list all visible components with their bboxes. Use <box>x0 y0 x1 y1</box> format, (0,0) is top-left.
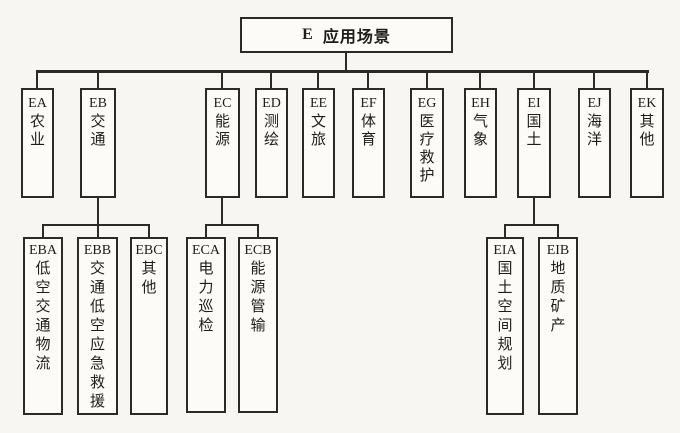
node-code: E <box>302 26 313 43</box>
connector-stub-eba <box>42 224 44 237</box>
node-e-root: E 应用场景 <box>240 17 453 53</box>
connector-main-bus <box>36 70 649 73</box>
connector-stub-eb <box>97 70 99 88</box>
node-label: 低空交通物流 <box>35 261 51 372</box>
node-code: EI <box>527 96 541 111</box>
node-label: 体育 <box>360 114 376 148</box>
node-code: EBB <box>83 243 112 258</box>
node-ek: EK 其他 <box>630 88 664 198</box>
node-label: 电力巡检 <box>198 261 214 334</box>
node-ebc: EBC 其他 <box>130 237 168 415</box>
connector-stub-ek <box>646 70 648 88</box>
node-code: EIB <box>546 243 570 258</box>
node-eca: ECA 电力巡检 <box>186 237 226 413</box>
connector-stub-eia <box>504 224 506 237</box>
node-ej: EJ 海洋 <box>578 88 611 198</box>
node-label: 交通低空应急救援 <box>89 261 105 410</box>
node-ei: EI 国土 <box>517 88 551 198</box>
node-code: EBA <box>29 243 57 258</box>
node-code: EBC <box>135 243 163 258</box>
connector-stub-eh <box>479 70 481 88</box>
node-label: 国土空间规划 <box>497 261 513 372</box>
connector-stub-eg <box>426 70 428 88</box>
node-code: EK <box>637 96 657 111</box>
connector-ei-stem <box>533 198 535 226</box>
node-ee: EE 文旅 <box>302 88 335 198</box>
connector-root-stem <box>345 53 347 71</box>
node-label: 其他 <box>639 114 655 148</box>
node-eba: EBA 低空交通物流 <box>23 237 63 415</box>
node-code: EA <box>28 96 47 111</box>
node-label: 测绘 <box>263 114 279 148</box>
node-eia: EIA 国土空间规划 <box>486 237 524 415</box>
node-label: 应用场景 <box>322 29 391 46</box>
connector-stub-ej <box>593 70 595 88</box>
connector-stub-ef <box>367 70 369 88</box>
connector-stub-ebb <box>97 224 99 237</box>
node-code: ECA <box>192 243 220 258</box>
node-eh: EH 气象 <box>464 88 497 198</box>
node-label: 海洋 <box>586 114 602 148</box>
node-code: EE <box>309 96 328 111</box>
node-code: EJ <box>587 96 602 111</box>
node-code: ECB <box>244 243 272 258</box>
connector-stub-ec <box>221 70 223 88</box>
node-eg: EG 医疗救护 <box>410 88 444 198</box>
connector-ei-bus <box>504 224 559 226</box>
connector-stub-ebc <box>148 224 150 237</box>
node-ef: EF 体育 <box>352 88 385 198</box>
node-ed: ED 测绘 <box>255 88 288 198</box>
node-label: 能源 <box>214 114 230 148</box>
node-label: 其他 <box>141 261 157 296</box>
node-eb: EB 交通 <box>80 88 116 198</box>
node-label: 国土 <box>526 114 542 148</box>
node-label: 文旅 <box>310 114 326 148</box>
connector-ec-bus <box>205 224 259 226</box>
node-ecb: ECB 能源管输 <box>238 237 278 413</box>
connector-stub-ee <box>317 70 319 88</box>
node-ec: EC 能源 <box>205 88 240 198</box>
node-label: 地质矿产 <box>550 261 566 334</box>
node-code: EF <box>360 96 377 111</box>
node-code: ED <box>262 96 281 111</box>
node-label: 交通 <box>90 114 106 148</box>
connector-ec-stem <box>221 198 223 226</box>
node-code: EC <box>213 96 232 111</box>
node-code: EB <box>89 96 107 111</box>
connector-eb-stem <box>97 198 99 226</box>
node-code: EH <box>471 96 490 111</box>
connector-stub-ea <box>36 70 38 88</box>
node-label: 医疗救护 <box>419 114 435 184</box>
connector-stub-eib <box>557 224 559 237</box>
connector-stub-ed <box>270 70 272 88</box>
node-eib: EIB 地质矿产 <box>538 237 578 415</box>
node-ebb: EBB 交通低空应急救援 <box>77 237 118 415</box>
connector-stub-eca <box>205 224 207 237</box>
node-label: 农业 <box>29 114 45 148</box>
node-code: EIA <box>493 243 517 258</box>
node-code: EG <box>417 96 437 111</box>
node-label: 气象 <box>472 114 488 148</box>
connector-eb-bus <box>42 224 150 226</box>
connector-stub-ei <box>533 70 535 88</box>
node-label: 能源管输 <box>250 261 266 334</box>
node-ea: EA 农业 <box>21 88 54 198</box>
connector-stub-ecb <box>257 224 259 237</box>
